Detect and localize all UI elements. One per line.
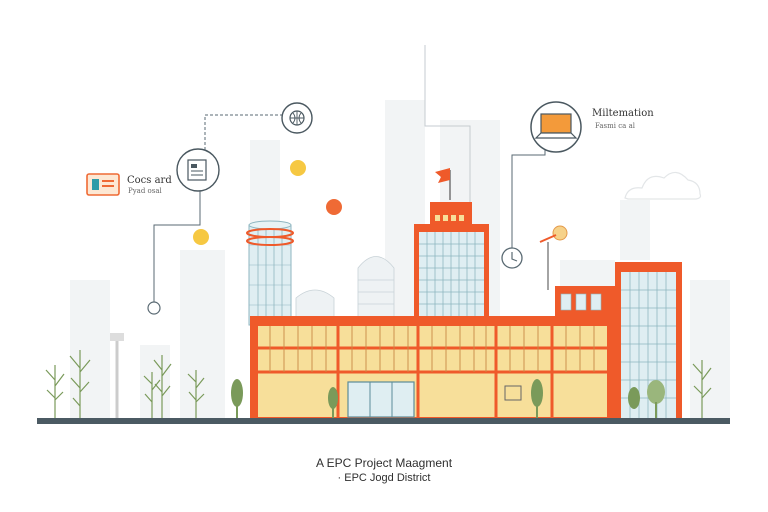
flag-icon: [435, 168, 451, 200]
callout-right-title: Miltemation: [592, 108, 654, 119]
dot-yellow: [193, 229, 209, 245]
roof-block-right: [555, 286, 615, 320]
shrubs: [231, 379, 665, 418]
dot-yellow: [290, 160, 306, 176]
connector-lines: [153, 45, 546, 315]
cloud: [624, 171, 702, 200]
central-tower: [414, 202, 489, 320]
laptop-icon: [530, 101, 582, 153]
callout-left-title: Cocs ard: [127, 175, 172, 186]
globe-icon: [281, 102, 313, 134]
dome-building: [295, 256, 395, 319]
trees: [45, 350, 712, 418]
caption-title: A EPC Project Maagment: [315, 456, 453, 470]
callout-left-subtitle: Pyad osal: [128, 187, 162, 195]
street-lamp: [539, 225, 568, 290]
dot-orange: [326, 199, 342, 215]
id-card-icon: [86, 173, 120, 196]
caption-subtitle: · EPC Jogd District: [337, 472, 431, 484]
clock-icon: [501, 247, 523, 269]
main-building: [250, 316, 615, 419]
ground-line: [37, 418, 730, 424]
glass-tower-left: [246, 220, 294, 326]
callout-right-subtitle: Fasmi ca al: [595, 122, 635, 130]
document-icon: [176, 148, 220, 192]
connector-node-left: [147, 301, 161, 315]
lamp-post: [110, 333, 124, 418]
